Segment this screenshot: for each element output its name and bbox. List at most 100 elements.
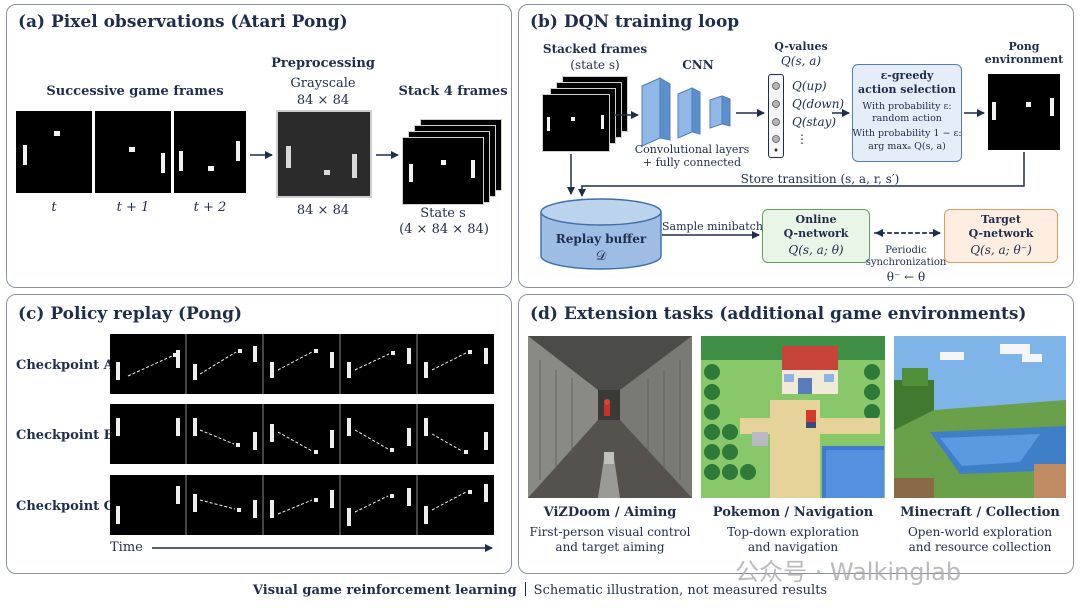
online-formula: Q(s, a; θ) (788, 243, 844, 257)
q-more: ⋮ (796, 132, 808, 146)
egreedy-title-1: ε-greedy (880, 69, 934, 82)
q-up: Q(up) (792, 79, 827, 93)
target-title-2: Q-network (968, 227, 1034, 240)
frame-label-t1: t + 1 (116, 200, 150, 215)
egreedy-box (852, 64, 962, 162)
checkpoint-b-strip (110, 404, 494, 464)
right-paddle (601, 115, 604, 129)
checkpoint-a-marks (116, 346, 488, 380)
qvalues-sub: Q(s, a) (780, 54, 822, 68)
target-title-1: Target (981, 213, 1021, 226)
sync-label-1: Periodic (885, 245, 927, 256)
b-stack-frame-1 (542, 94, 610, 152)
game-frame-t2 (174, 111, 246, 193)
footer: Visual game reinforcement learning Schema… (0, 582, 1080, 598)
right-paddle (1050, 98, 1054, 116)
right-paddle (236, 141, 240, 161)
checkpoint-a-label: Checkpoint A (16, 358, 114, 373)
pokemon-desc-1: Top-down exploration (727, 525, 859, 539)
pokemon-desc-2: and navigation (747, 540, 839, 554)
ball (324, 170, 330, 175)
left-paddle (992, 102, 996, 120)
sync-label-3: θ⁻ ← θ (886, 270, 926, 284)
left-paddle (409, 164, 413, 182)
checkpoint-c-marks (116, 484, 488, 526)
vizdoom-name: ViZDoom / Aiming (543, 505, 677, 520)
env-title-2: environment (984, 53, 1064, 66)
arrow-env-to-buffer (578, 152, 1025, 197)
sync-label-2: synchronization (865, 257, 947, 268)
watermark: 公众号 · Walkinglab (735, 558, 962, 586)
egreedy-line-3: With probability 1 − ε: (852, 128, 962, 139)
target-formula: Q(s, a; θ⁻) (970, 243, 1032, 257)
game-frame-t1 (95, 111, 171, 193)
qvalues-title: Q-values (774, 40, 828, 53)
footer-note: Schematic illustration, not measured res… (533, 583, 828, 598)
ball (129, 147, 135, 152)
egreedy-line-1: With probability ε: (862, 101, 952, 112)
checkpoint-b-marks (116, 418, 488, 454)
egreedy-line-2: random action (872, 113, 942, 124)
stacked-frames-title: Stacked frames (542, 42, 648, 56)
game-frame-t (16, 111, 92, 193)
successive-frames-label: Successive game frames (46, 84, 224, 99)
vizdoom-desc-1: First-person visual control (529, 525, 691, 539)
panel-a-title: (a) Pixel observations (Atari Pong) (18, 12, 348, 32)
right-paddle (161, 153, 165, 173)
frame-label-t2: t + 2 (193, 200, 227, 215)
footer-separator (524, 582, 526, 596)
left-paddle (23, 145, 27, 165)
checkpoint-b-label: Checkpoint B (16, 428, 115, 443)
checkpoint-c-label: Checkpoint C (16, 499, 115, 514)
stack-title: Stack 4 frames (398, 84, 508, 99)
sample-minibatch-label: Sample minibatch (662, 220, 763, 233)
store-transition-label: Store transition (s, a, r, s′) (740, 172, 900, 186)
stacked-frame-1 (402, 137, 484, 205)
ball (208, 166, 214, 171)
preprocessing-bottom-size: 84 × 84 (296, 203, 350, 218)
left-paddle (179, 151, 183, 171)
preprocessing-size: 84 × 84 (296, 93, 350, 108)
q-stay: Q(stay) (792, 115, 837, 129)
state-dims: (4 × 84 × 84) (399, 222, 489, 237)
preprocessing-sub: Grayscale (290, 76, 356, 91)
minecraft-desc-1: Open-world exploration (907, 525, 1053, 539)
state-label: State s (420, 206, 466, 221)
egreedy-title-2: action selection (858, 83, 956, 96)
ball (54, 131, 60, 136)
ball (1026, 102, 1031, 107)
vizdoom-desc-2: and target aiming (555, 540, 665, 554)
qvalue-vector (768, 74, 784, 158)
online-title-1: Online (795, 213, 837, 226)
cnn-caption-1: Convolutional layers (634, 143, 750, 156)
footer-main: Visual game reinforcement learning (252, 583, 517, 598)
checkpoint-a-strip (110, 334, 494, 394)
left-paddle (547, 117, 550, 131)
panel-d-title: (d) Extension tasks (additional game env… (530, 304, 1027, 324)
replay-buffer-symbol: 𝒟 (595, 249, 607, 264)
time-label: Time (110, 540, 143, 555)
right-paddle (471, 160, 475, 178)
target-qnetwork-box (944, 209, 1058, 263)
panel-b-title: (b) DQN training loop (530, 12, 740, 32)
online-qnetwork-box (762, 209, 870, 263)
egreedy-line-4: arg maxₐ Q(s, a) (868, 141, 946, 152)
frame-label-t: t (51, 200, 57, 215)
preprocessed-frame (276, 110, 372, 198)
minecraft-name: Minecraft / Collection (900, 505, 1060, 520)
ball (571, 117, 575, 121)
cnn-caption-2: + fully connected (642, 156, 742, 169)
panel-c-title: (c) Policy replay (Pong) (18, 304, 243, 324)
ball (441, 160, 446, 165)
replay-buffer-title: Replay buffer (555, 232, 647, 246)
right-paddle (352, 154, 357, 178)
